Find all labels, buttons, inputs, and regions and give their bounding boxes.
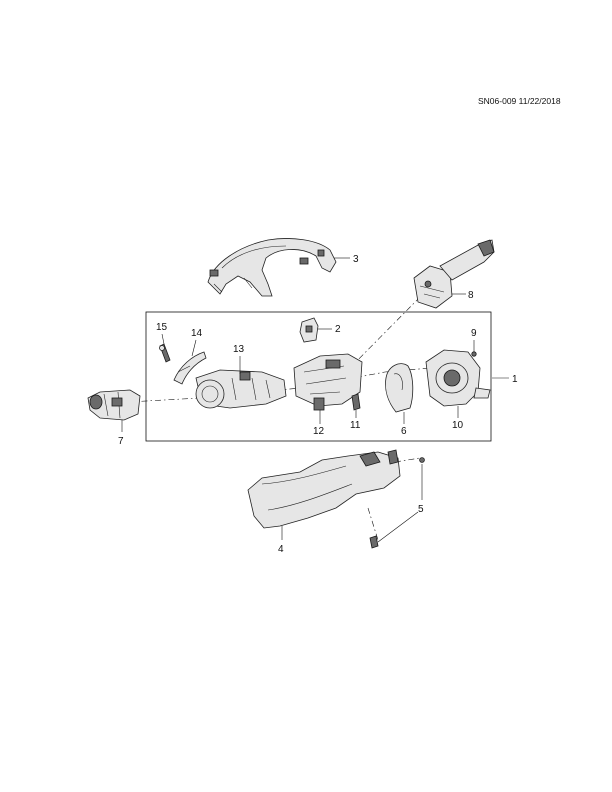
- column-lock-module: [293, 353, 363, 411]
- callout-4: 4: [278, 544, 284, 555]
- lower-column-cover: [247, 449, 401, 529]
- pin-sensor: [159, 343, 171, 363]
- screw-9: [471, 351, 477, 357]
- callout-7: 7: [118, 436, 124, 447]
- leader-lines: [121, 257, 509, 543]
- callout-5: 5: [418, 504, 424, 515]
- callout-9: 9: [471, 328, 477, 339]
- callout-14: 14: [191, 328, 203, 339]
- upper-column-cover: [207, 238, 337, 297]
- callout-13: 13: [233, 344, 245, 355]
- callout-2: 2: [335, 324, 341, 335]
- screw-5-lower: [369, 535, 379, 549]
- clockspring: [425, 349, 491, 407]
- callout-6: 6: [401, 426, 407, 437]
- callout-15: 15: [156, 322, 168, 333]
- callout-3: 3: [353, 254, 359, 265]
- multifunction-switch: [413, 239, 495, 309]
- ignition-switch: [87, 389, 141, 421]
- ignition-housing: [195, 369, 287, 409]
- assembly-box: [145, 311, 492, 442]
- screw-5-upper: [419, 457, 425, 463]
- callout-1: 1: [512, 374, 518, 385]
- document-id: SN06-009 11/22/2018: [478, 96, 561, 106]
- screw-11: [351, 393, 361, 411]
- lock-strip: [173, 351, 207, 385]
- callout-12: 12: [313, 426, 325, 437]
- connector-bracket: [299, 317, 319, 343]
- trim-ring: [385, 363, 414, 413]
- callout-10: 10: [452, 420, 464, 431]
- callout-11: 11: [350, 420, 361, 431]
- callout-8: 8: [468, 290, 474, 301]
